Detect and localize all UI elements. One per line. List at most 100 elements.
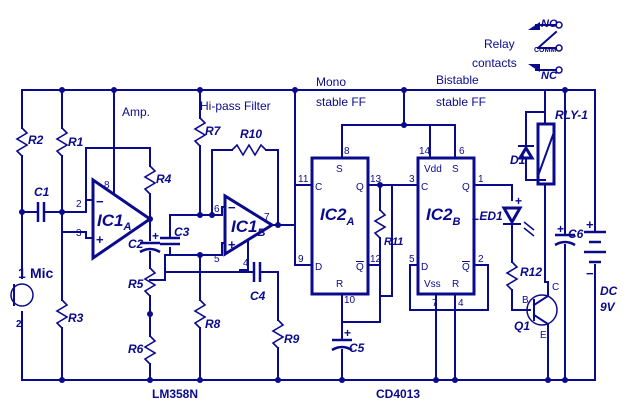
ic2a-s: S bbox=[336, 164, 343, 175]
bistable-label-1: Bistable bbox=[436, 73, 479, 87]
d1-diode bbox=[517, 111, 546, 181]
r1-resistor bbox=[55, 87, 69, 383]
relay-coil bbox=[536, 111, 556, 186]
r10-label: R10 bbox=[240, 127, 262, 141]
led1 bbox=[501, 206, 535, 263]
q1-label: Q1 bbox=[514, 319, 530, 333]
r7-label: R7 bbox=[205, 124, 222, 138]
r11-label: R11 bbox=[384, 236, 403, 248]
pin-13-ic2: 13 bbox=[370, 174, 382, 185]
mono-label-2: stable FF bbox=[316, 95, 366, 109]
ic1a-opamp bbox=[85, 87, 153, 261]
r8-label: R8 bbox=[205, 317, 221, 331]
ic2b-s: S bbox=[452, 164, 459, 175]
r1-label: R1 bbox=[68, 135, 84, 149]
ic2a-label: IC2A bbox=[320, 205, 354, 228]
battery-plus: + bbox=[586, 217, 594, 232]
r12-resistor bbox=[505, 261, 531, 311]
c2-label: C2 bbox=[128, 237, 144, 251]
r3-label: R3 bbox=[68, 311, 84, 325]
dc-voltage-label: 9V bbox=[600, 300, 616, 314]
ic1a-minus: − bbox=[96, 194, 104, 209]
c5-capacitor bbox=[331, 321, 353, 383]
c3-label: C3 bbox=[174, 225, 190, 239]
ic2b-qbar: Q bbox=[462, 262, 470, 273]
relay-contacts bbox=[528, 21, 563, 74]
pin-11-ic2: 11 bbox=[298, 174, 309, 185]
ic2a-d: D bbox=[315, 262, 322, 273]
pin-4-ic2: 4 bbox=[458, 298, 464, 309]
dc-label: DC bbox=[600, 284, 618, 298]
c6-plus: + bbox=[557, 222, 564, 236]
relay-no-label: NO bbox=[541, 18, 558, 30]
c1-capacitor bbox=[21, 202, 65, 222]
mic-pin1: 1 bbox=[18, 265, 26, 281]
ic1b-minus: − bbox=[228, 200, 236, 215]
relay-label-1: Relay bbox=[484, 37, 515, 51]
r5-label: R5 bbox=[128, 277, 144, 291]
c3-capacitor bbox=[160, 214, 201, 256]
c1-label: C1 bbox=[34, 185, 50, 199]
microphone bbox=[10, 283, 34, 307]
pin-8-ic2: 8 bbox=[344, 146, 350, 157]
relay-comm-label: COMM bbox=[534, 47, 556, 54]
c2-capacitor bbox=[139, 218, 161, 269]
ic2b-vdd: Vdd bbox=[424, 164, 442, 175]
pin-1-ic2: 1 bbox=[478, 174, 484, 185]
r7-resistor bbox=[193, 87, 207, 218]
r5-tap bbox=[149, 254, 201, 281]
ic2b-c: C bbox=[421, 182, 428, 193]
pin-6-ic2: 6 bbox=[459, 146, 465, 157]
ic2a-box bbox=[292, 87, 456, 323]
pin-14-ic2: 14 bbox=[419, 146, 431, 157]
q1-base-letter: B bbox=[522, 295, 529, 306]
d1-label: D1 bbox=[510, 153, 526, 167]
ic2b-d: D bbox=[421, 262, 428, 273]
led-plus: + bbox=[515, 194, 522, 208]
ic2a-r: R bbox=[336, 279, 343, 290]
cd4013-label: CD4013 bbox=[376, 387, 420, 401]
c6-label: C6 bbox=[568, 227, 584, 241]
pin-3-ic1: 3 bbox=[76, 228, 82, 239]
ic2a-qbar: Q bbox=[356, 262, 364, 273]
pin-2-ic1: 2 bbox=[76, 199, 82, 210]
q1-transistor bbox=[526, 184, 558, 383]
ic1a-inputs bbox=[61, 211, 87, 233]
mic-pin2: 2 bbox=[16, 319, 22, 330]
pin-3-ic2: 3 bbox=[409, 174, 415, 185]
r4-label: R4 bbox=[156, 172, 172, 186]
ic1a-label: IC1A bbox=[97, 211, 131, 233]
pin-7-ic1: 7 bbox=[264, 212, 270, 223]
pin-10-ic2: 10 bbox=[344, 295, 356, 306]
c5-plus: + bbox=[344, 326, 351, 340]
c4-label: C4 bbox=[250, 289, 266, 303]
top-power-rail bbox=[21, 89, 596, 201]
relay-label-2: contacts bbox=[472, 56, 517, 70]
r6-resistor bbox=[143, 311, 157, 383]
r9-resistor bbox=[271, 319, 285, 383]
pin-7-ic2: 7 bbox=[432, 298, 438, 309]
r5-resistor bbox=[143, 267, 157, 315]
pin-5-ic2: 5 bbox=[409, 254, 415, 265]
r2-branch bbox=[15, 89, 29, 381]
pin-4-ic1: 4 bbox=[243, 258, 249, 269]
pin-6-ic1: 6 bbox=[214, 204, 220, 215]
battery bbox=[584, 199, 606, 264]
ic2b-q: Q bbox=[462, 182, 470, 193]
ic2b-box bbox=[391, 87, 513, 383]
ic1b-plus: + bbox=[228, 237, 236, 252]
ground-rail bbox=[21, 264, 596, 381]
c5-label: C5 bbox=[349, 341, 365, 355]
rly1-label: RLY-1 bbox=[555, 108, 588, 122]
c2-plus: + bbox=[152, 229, 159, 243]
c4-capacitor bbox=[164, 262, 279, 321]
ic2a-c: C bbox=[315, 182, 322, 193]
ic2b-label: IC2B bbox=[426, 205, 460, 228]
ic2b-vss: Vss bbox=[424, 279, 441, 290]
hipass-label: Hi-pass Filter bbox=[200, 99, 271, 113]
ic1b-label: IC1B bbox=[231, 217, 265, 239]
pin-9-ic2: 9 bbox=[298, 254, 304, 265]
lm358-label: LM358N bbox=[152, 387, 198, 401]
ic1a-plus: + bbox=[96, 232, 104, 247]
